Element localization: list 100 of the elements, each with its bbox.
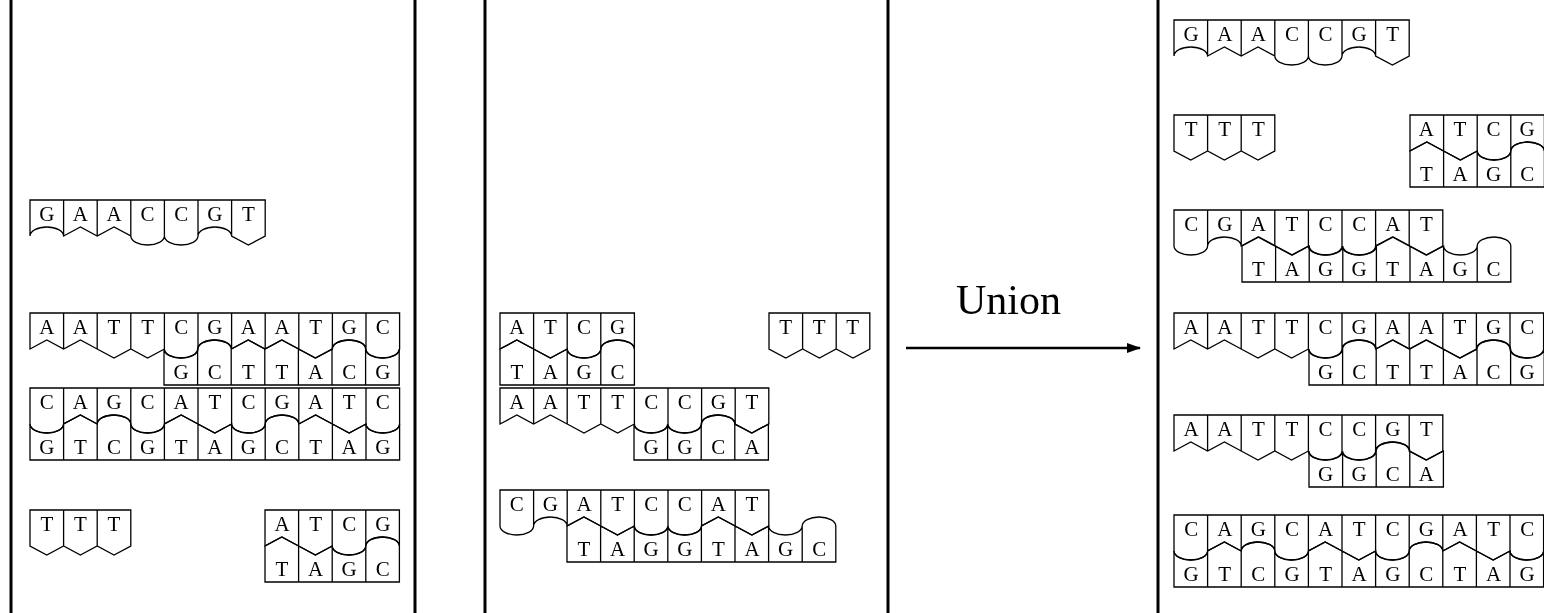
base-letter: G <box>1317 360 1335 384</box>
base-letter: A <box>38 315 56 339</box>
base-letter: T <box>173 435 189 459</box>
dna-strand-tile <box>500 490 769 535</box>
base-letter: T <box>610 390 625 414</box>
base-letter: C <box>1418 562 1435 586</box>
base-letter: T <box>1284 212 1300 236</box>
base-letter: C <box>1519 315 1536 339</box>
base-letter: T <box>542 315 558 339</box>
base-letter: T <box>1385 257 1401 281</box>
base-letter: A <box>1182 315 1200 339</box>
base-letter: C <box>1384 462 1401 486</box>
base-letter: C <box>1519 162 1536 186</box>
base-letter: A <box>609 537 627 561</box>
base-letter: C <box>374 315 391 339</box>
base-letter: G <box>1384 562 1402 586</box>
dna-strand-tile <box>1174 542 1544 587</box>
base-letter: T <box>1217 117 1233 141</box>
dna-strand-tile <box>1409 142 1544 187</box>
base-letter: A <box>743 537 761 561</box>
base-letter: A <box>307 360 325 384</box>
base-letter: C <box>1351 360 1368 384</box>
base-letter: A <box>508 390 526 414</box>
base-letter: A <box>105 202 123 226</box>
base-letter: C <box>1519 517 1536 541</box>
base-letter: G <box>1384 417 1402 441</box>
base-letter: A <box>1182 417 1200 441</box>
dna-strand-tile <box>1174 115 1276 160</box>
base-letter: T <box>1452 315 1468 339</box>
base-letter: G <box>1350 257 1368 281</box>
base-letter: A <box>1350 562 1368 586</box>
dna-strand-tile <box>500 340 635 385</box>
base-letter: T <box>1418 360 1434 384</box>
base-letter: G <box>1485 315 1503 339</box>
base-letter: T <box>1385 22 1401 46</box>
base-letter: A <box>1417 462 1435 486</box>
base-letter: A <box>1384 315 1402 339</box>
dna-strand-tile <box>1174 210 1444 255</box>
base-letter: T <box>1250 257 1266 281</box>
base-letter: T <box>1452 117 1468 141</box>
base-letter: T <box>1385 360 1401 384</box>
base-letter: A <box>1283 257 1301 281</box>
base-letter: T <box>509 360 525 384</box>
base-letter: T <box>240 202 256 226</box>
base-letter: C <box>676 390 693 414</box>
base-letter: G <box>1249 517 1267 541</box>
base-letter: T <box>1486 517 1501 541</box>
base-letter: G <box>642 537 660 561</box>
dna-strand-tile <box>768 313 870 358</box>
dna-strand-tile <box>265 537 400 582</box>
base-letter: A <box>1249 22 1267 46</box>
base-letter: A <box>307 390 325 414</box>
dna-strand-tile <box>30 510 131 555</box>
dna-strand-tile <box>634 415 769 460</box>
base-letter: G <box>1518 562 1536 586</box>
base-letter: C <box>1485 360 1502 384</box>
base-letter: G <box>1182 562 1200 586</box>
base-letter: G <box>676 435 694 459</box>
base-letter: C <box>1485 257 1502 281</box>
base-letter: T <box>1351 517 1367 541</box>
base-letter: T <box>308 512 323 536</box>
base-letter: C <box>1351 417 1368 441</box>
base-letter: A <box>1216 22 1234 46</box>
base-letter: T <box>341 390 357 414</box>
base-letter: A <box>541 390 559 414</box>
base-letter: A <box>206 435 224 459</box>
base-letter: A <box>71 315 89 339</box>
base-letter: T <box>811 315 827 339</box>
base-letter: C <box>1183 212 1200 236</box>
dna-strand-tile <box>30 313 400 358</box>
dna-strand-tile <box>567 517 836 562</box>
base-letter: G <box>1518 360 1536 384</box>
base-letter: C <box>1351 212 1368 236</box>
base-letter: A <box>1384 212 1402 236</box>
base-letter: C <box>240 390 257 414</box>
base-letter: A <box>1451 360 1469 384</box>
base-letter: T <box>39 512 55 536</box>
base-letter: G <box>1283 562 1301 586</box>
base-letter: G <box>340 557 358 581</box>
dna-strand-tile <box>1241 237 1511 282</box>
base-letter: C <box>1183 517 1200 541</box>
base-letter: T <box>1318 562 1333 586</box>
base-letter: G <box>642 435 660 459</box>
base-letter: G <box>575 360 593 384</box>
base-letter: T <box>744 390 760 414</box>
base-letter: G <box>609 315 627 339</box>
base-letter: T <box>1250 117 1266 141</box>
base-letter: T <box>106 315 122 339</box>
dna-strand-tile <box>1174 20 1410 65</box>
base-letter: T <box>845 315 861 339</box>
base-letter: G <box>374 360 392 384</box>
base-letter: G <box>1182 22 1200 46</box>
base-letter: T <box>576 390 592 414</box>
base-letter: A <box>1417 117 1435 141</box>
base-letter: A <box>508 315 526 339</box>
base-letter: A <box>1317 517 1335 541</box>
base-letter: C <box>1283 517 1300 541</box>
base-letter: T <box>1183 117 1199 141</box>
dna-strand-tile <box>1308 340 1544 385</box>
base-letter: C <box>273 435 290 459</box>
